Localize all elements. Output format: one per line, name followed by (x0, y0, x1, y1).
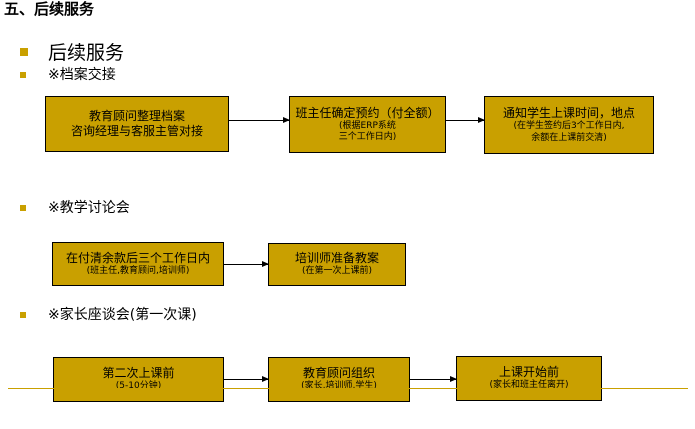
flow-arrow (229, 117, 290, 123)
box-text: 通知学生上课时间，地点 (502, 106, 635, 121)
bullet-icon (20, 72, 26, 78)
section-title: 后续服务 (48, 42, 125, 64)
section-label-archive: ※档案交接 (48, 67, 116, 83)
bullet-icon (20, 205, 26, 211)
box-note: (在学生签约后3个工作日内, (513, 121, 625, 132)
box-text: 在付清余款后三个工作日内 (65, 250, 210, 265)
flow-box-parents-2: 教育顾问组织 (家长,培训师,学生) (268, 357, 410, 402)
flow-box-archive-1: 教育顾问整理档案 咨询经理与客服主管对接 (45, 96, 229, 152)
bullet-icon (20, 312, 26, 318)
flow-box-archive-3: 通知学生上课时间，地点 (在学生签约后3个工作日内, 余额在上课前交清) (484, 96, 654, 154)
flow-arrow (446, 117, 485, 123)
box-note: 三个工作日内) (338, 132, 397, 142)
flow-box-parents-3: 上课开始前 (家长和班主任离开) (456, 356, 602, 401)
flow-arrow (410, 376, 457, 382)
box-text: 培训师准备教案 (294, 251, 379, 266)
flow-arrow (224, 261, 269, 267)
flow-box-teaching-2: 培训师准备教案 (在第一次上课前) (268, 243, 406, 286)
flow-box-parents-1: 第二次上课前 (5-10分钟) (53, 357, 224, 402)
box-note: (5-10分钟) (115, 381, 162, 392)
box-note: (根据ERP系统 (339, 120, 396, 131)
flow-arrow (224, 376, 269, 382)
bullet-icon (20, 48, 28, 56)
section-label-teaching: ※教学讨论会 (48, 200, 130, 216)
section-label-parents: ※家长座谈会(第一次课) (48, 307, 197, 323)
box-note: (家长和班主任离开) (489, 380, 569, 391)
box-text: 教育顾问整理档案 (88, 109, 185, 123)
page-heading: 五、后续服务 (4, 0, 95, 18)
box-note: 余额在上课前交清) (531, 132, 607, 143)
flow-box-archive-2: 班主任确定预约（付全额） (根据ERP系统 三个工作日内) (289, 96, 446, 153)
box-note: (在第一次上课前) (301, 266, 373, 277)
box-text: 咨询经理与客服主管对接 (70, 124, 203, 138)
bottom-divider (8, 388, 688, 389)
flow-box-teaching-1: 在付清余款后三个工作日内 (班主任,教育顾问,培训师) (52, 242, 224, 286)
box-text: 班主任确定预约（付全额） (295, 105, 440, 120)
box-note: (家长,培训师,学生) (301, 381, 377, 392)
box-text: 教育顾问组织 (302, 366, 375, 381)
box-text: 上课开始前 (498, 365, 559, 380)
box-note: (班主任,教育顾问,培训师) (86, 265, 190, 276)
box-text: 第二次上课前 (102, 366, 175, 381)
